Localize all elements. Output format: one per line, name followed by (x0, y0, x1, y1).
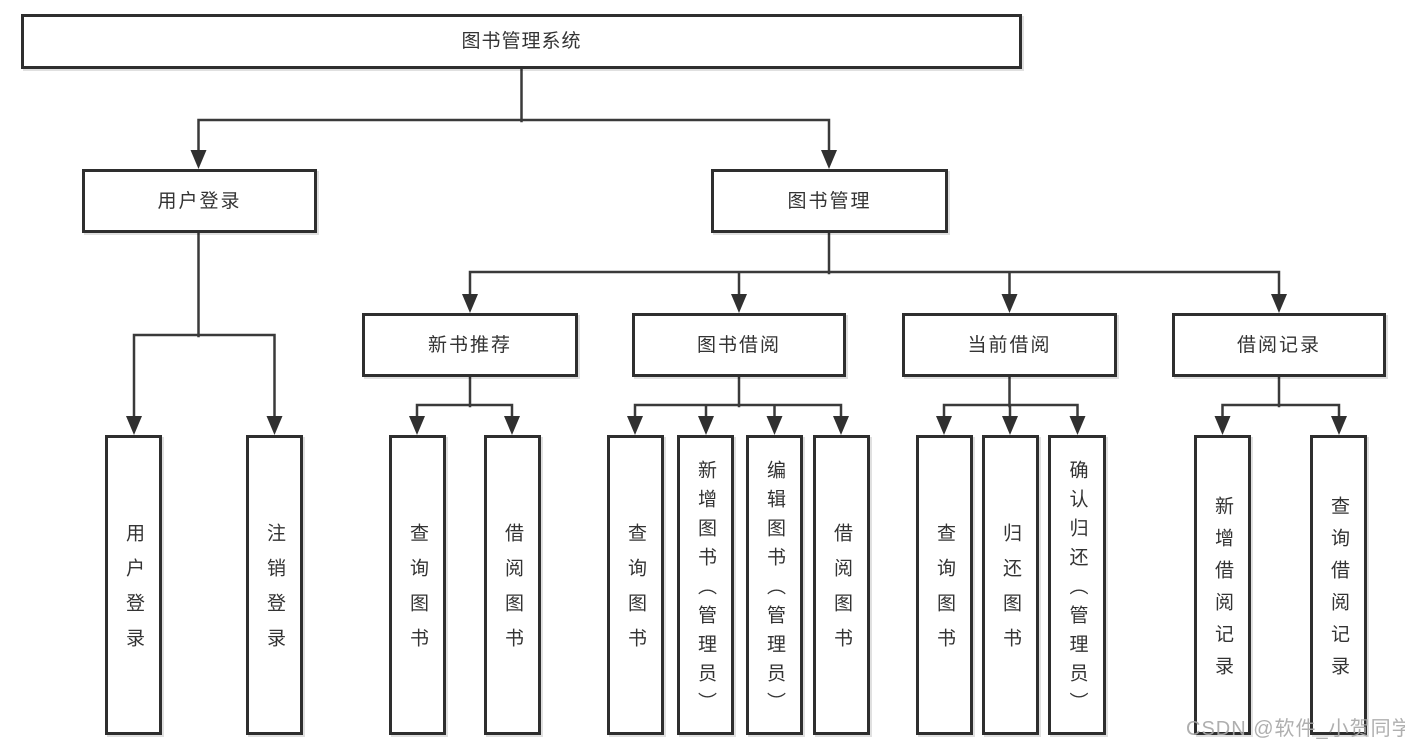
node-borrow-records: 借阅记录 (1172, 313, 1386, 377)
leaf-borrow-books-label: 借阅图书 (831, 523, 852, 663)
node-new-book-recommend: 新书推荐 (362, 313, 578, 377)
leaf-query-books-recommend: 查询图书 (389, 435, 446, 735)
leaf-add-borrow-record-label: 新增借阅记录 (1212, 495, 1233, 688)
node-root: 图书管理系统 (21, 14, 1022, 69)
leaf-query-books-current-label: 查询图书 (934, 523, 955, 663)
leaf-return-book-label: 归还图书 (1000, 523, 1021, 663)
node-user-login: 用户登录 (82, 169, 317, 233)
leaf-query-books-borrow: 查询图书 (607, 435, 664, 735)
leaf-confirm-return-admin: 确认归还（管理员） (1048, 435, 1106, 735)
node-book-borrow: 图书借阅 (632, 313, 846, 377)
watermark: CSDN @软件_小贺同学 (1186, 718, 1405, 740)
leaf-query-borrow-record-label: 查询借阅记录 (1328, 495, 1349, 688)
leaf-query-books-borrow-label: 查询图书 (625, 523, 646, 663)
leaf-logout: 注销登录 (246, 435, 303, 735)
leaf-edit-book-admin: 编辑图书（管理员） (746, 435, 803, 735)
node-current-borrow: 当前借阅 (902, 313, 1117, 377)
leaf-edit-book-admin-label: 编辑图书（管理员） (764, 459, 785, 721)
leaf-query-books-recommend-label: 查询图书 (407, 523, 428, 663)
leaf-user-login: 用户登录 (105, 435, 162, 735)
node-book-management: 图书管理 (711, 169, 948, 233)
leaf-logout-label: 注销登录 (264, 523, 285, 663)
leaf-borrow-books-recommend-label: 借阅图书 (502, 523, 523, 663)
leaf-borrow-books-recommend: 借阅图书 (484, 435, 541, 735)
leaf-add-book-admin-label: 新增图书（管理员） (695, 459, 716, 721)
leaf-query-books-current: 查询图书 (916, 435, 973, 735)
leaf-borrow-books: 借阅图书 (813, 435, 870, 735)
leaf-add-book-admin: 新增图书（管理员） (677, 435, 734, 735)
leaf-query-borrow-record: 查询借阅记录 (1310, 435, 1367, 735)
leaf-user-login-label: 用户登录 (123, 523, 144, 663)
leaf-return-book: 归还图书 (982, 435, 1039, 735)
leaf-add-borrow-record: 新增借阅记录 (1194, 435, 1251, 735)
leaf-confirm-return-admin-label: 确认归还（管理员） (1066, 459, 1088, 721)
